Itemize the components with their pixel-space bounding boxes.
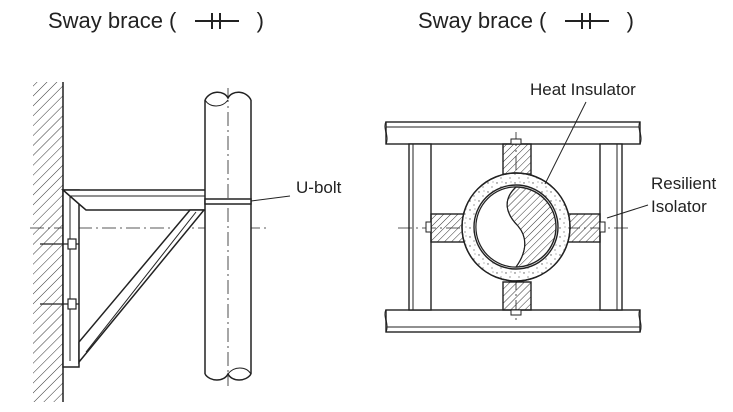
heat-insulator-leader	[544, 101, 587, 185]
isolator-label-line2: Isolator	[651, 197, 707, 216]
resilient-isolator-leader	[606, 204, 649, 219]
left-title-text: Sway brace (	[48, 8, 177, 33]
anchor-bolts	[40, 238, 79, 310]
left-title-close: )	[256, 8, 264, 33]
heat-insulator-label: Heat Insulator	[530, 80, 636, 99]
right-figure-title: Sway brace ( )	[418, 8, 634, 34]
right-title-close: )	[626, 8, 634, 33]
pipe-section	[475, 186, 557, 268]
left-figure	[30, 82, 291, 402]
right-figure	[384, 101, 649, 333]
sway-brace-symbol-icon	[194, 13, 239, 29]
u-bolt-label: U-bolt	[296, 178, 342, 197]
bottom-beam	[384, 309, 642, 333]
wall-hatching	[33, 82, 64, 402]
right-title-text: Sway brace (	[418, 8, 547, 33]
u-bolt	[204, 195, 291, 205]
frame-columns	[408, 143, 623, 311]
resilient-label-line1: Resilient	[651, 174, 716, 193]
wall-bracket	[61, 189, 211, 368]
sway-brace-symbol-icon	[564, 13, 609, 29]
left-figure-title: Sway brace ( )	[48, 8, 264, 34]
top-beam	[384, 121, 642, 145]
vertical-pipe	[204, 88, 252, 386]
